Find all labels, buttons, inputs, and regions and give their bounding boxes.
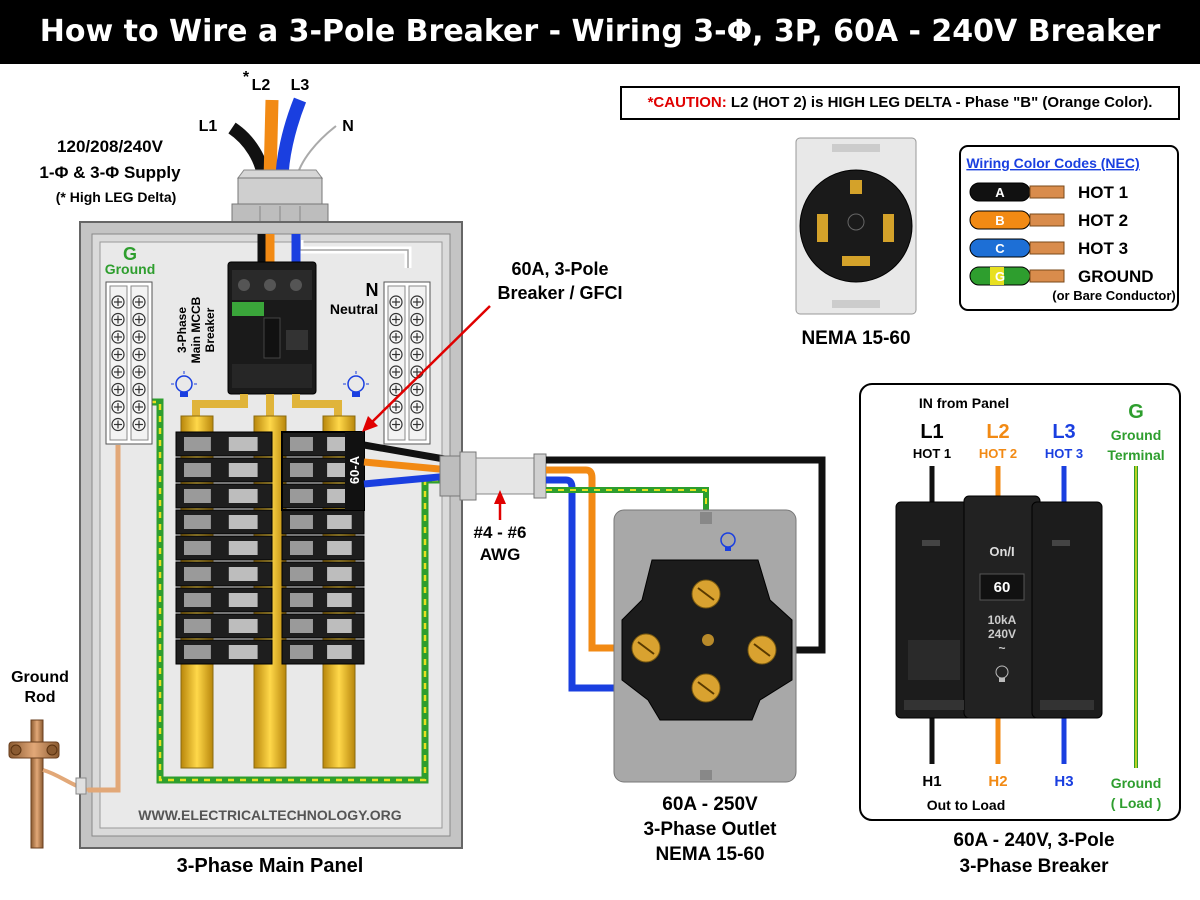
conduit-to-outlet: [439, 451, 547, 501]
detail-ground-out-2: ( Load ): [1111, 795, 1162, 811]
breaker-ac-label: ~: [998, 641, 1005, 655]
supply-note: (* High LEG Delta): [56, 189, 177, 205]
ground-rod-label-2: Rod: [24, 689, 55, 706]
neutral-letter: N: [366, 280, 379, 300]
out-to-load-label: Out to Load: [927, 797, 1006, 813]
legend-swatch-b: B: [969, 210, 1065, 230]
detail-l2-hot: HOT 2: [979, 446, 1017, 461]
breaker-amp-label: 60: [994, 579, 1011, 596]
breaker-detail-caption-1: 60A - 240V, 3-Pole: [953, 830, 1114, 851]
detail-ground-out-1: Ground: [1111, 775, 1162, 791]
wiring-diagram: L1 * L2 L3 N 120/208/240V 1-Φ & 3-Φ Supp…: [8, 69, 1181, 877]
supply-voltage: 120/208/240V: [57, 137, 164, 156]
orange-hot-wire: [546, 466, 642, 652]
caution-note: *CAUTION: L2 (HOT 2) is HIGH LEG DELTA -…: [620, 86, 1180, 120]
nema-receptacle-caption: NEMA 15-60: [801, 328, 910, 349]
outlet-bulb-icon: [720, 532, 736, 551]
branch-breakers: [175, 431, 365, 665]
panel-ground-rod-wire: [88, 445, 121, 793]
ground-word: Ground: [105, 261, 156, 277]
breaker-callout-arrow: [369, 305, 491, 425]
supply-l2-mark: *: [243, 69, 250, 86]
detail-g-line2: Terminal: [1107, 447, 1164, 463]
in-from-panel-label: IN from Panel: [919, 395, 1009, 411]
nema-15-60-receptacle: [795, 137, 917, 315]
breaker-volt-label: 240V: [988, 627, 1016, 641]
ground-letter: G: [123, 244, 137, 264]
detail-l1: L1: [920, 421, 943, 443]
page-title: How to Wire a 3-Pole Breaker - Wiring 3-…: [0, 0, 1200, 64]
detail-h3: H3: [1054, 773, 1073, 790]
awg-label-line1: #4 - #6: [474, 523, 527, 542]
supply-cables: [228, 97, 341, 182]
mccb-label-2: Main MCCB: [189, 296, 203, 363]
detail-l3-hot: HOT 3: [1045, 446, 1083, 461]
panel-output-wires: [363, 441, 451, 488]
main-mccb-breaker: [227, 261, 317, 395]
detail-h1: H1: [922, 773, 941, 790]
panel-bulb-icon-left: [171, 371, 197, 397]
legend-letter: G: [995, 269, 1005, 284]
caution-text: L2 (HOT 2) is HIGH LEG DELTA - Phase "B"…: [730, 94, 1153, 111]
caution-prefix: *CAUTION:: [647, 94, 727, 111]
neutral-word: Neutral: [330, 301, 378, 317]
detail-g-line1: Ground: [1111, 427, 1162, 443]
three-phase-outlet: [613, 509, 797, 783]
ground-rod-label-1: Ground: [11, 669, 69, 686]
supply-l2-label: L2: [252, 77, 271, 94]
legend-swatch-g: G: [969, 266, 1065, 286]
supply-l3-label: L3: [291, 77, 310, 94]
supply-phase: 1-Φ & 3-Φ Supply: [39, 163, 181, 182]
detail-l1-hot: HOT 1: [913, 446, 951, 461]
panel-bulb-icon-right: [343, 371, 369, 397]
detail-l2: L2: [986, 421, 1009, 443]
conduit-fitting: [231, 177, 329, 235]
mccb-label-1: 3-Phase: [175, 307, 189, 353]
ground-bar: [105, 281, 153, 445]
supply-n-label: N: [342, 118, 354, 135]
legend-label: HOT 1: [1078, 183, 1128, 202]
legend-note: (or Bare Conductor): [1052, 288, 1176, 303]
awg-label-line2: AWG: [480, 545, 521, 564]
legend-swatch-a: A: [969, 182, 1065, 202]
neutral-bar: [383, 281, 431, 445]
breaker-callout-line2: Breaker / GFCI: [497, 283, 622, 303]
detail-h2: H2: [988, 773, 1007, 790]
legend-swatch-c: C: [969, 238, 1065, 258]
breaker-on-label: On/I: [989, 544, 1014, 559]
three-pole-breaker-body: [895, 495, 1103, 719]
ground-rod: [8, 719, 89, 849]
legend-label: HOT 2: [1078, 211, 1128, 230]
outlet-caption-1: 60A - 250V: [662, 794, 758, 815]
main-panel-caption: 3-Phase Main Panel: [177, 855, 364, 877]
outlet-caption-2: 3-Phase Outlet: [643, 819, 777, 840]
legend-title: Wiring Color Codes (NEC): [966, 155, 1139, 171]
legend-label: GROUND: [1078, 267, 1154, 286]
legend-label: HOT 3: [1078, 239, 1128, 258]
mccb-label-3: Breaker: [203, 307, 217, 352]
breaker-rating-label: 60-A: [347, 455, 362, 484]
detail-l3: L3: [1052, 421, 1075, 443]
breaker-callout-line1: 60A, 3-Pole: [511, 259, 608, 279]
breaker-ka-label: 10kA: [988, 613, 1017, 627]
breaker-bulb-icon: [995, 665, 1009, 682]
ground-terminal-screws: [111, 295, 146, 432]
website-label: WWW.ELECTRICALTECHNOLOGY.ORG: [138, 807, 401, 823]
legend-letter: B: [995, 213, 1004, 228]
supply-l1-label: L1: [199, 118, 218, 135]
breaker-detail-caption-2: 3-Phase Breaker: [960, 856, 1110, 877]
legend-letter: A: [995, 185, 1005, 200]
legend-letter: C: [995, 241, 1005, 256]
outlet-caption-3: NEMA 15-60: [655, 844, 764, 865]
legend-items: A HOT 1 B HOT 2 C HOT 3 G GROUND: [969, 182, 1154, 286]
detail-g: G: [1128, 401, 1144, 423]
